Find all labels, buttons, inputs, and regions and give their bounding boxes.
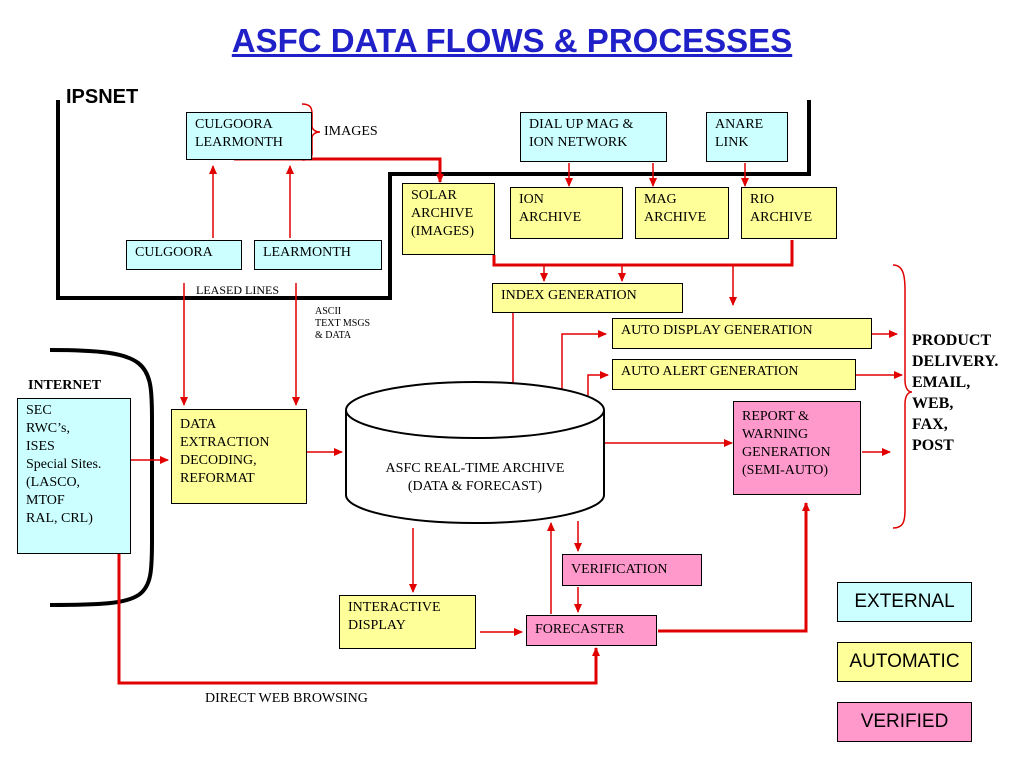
- culgoora-learmonth-line1: CULGOORA: [195, 117, 273, 132]
- sec-line6: MTOF: [26, 493, 65, 508]
- report-line2: WARNING: [742, 427, 809, 442]
- internet-label: INTERNET: [28, 378, 102, 393]
- solar-archive-box: SOLAR ARCHIVE (IMAGES): [402, 183, 495, 255]
- rio-archive-line2: ARCHIVE: [750, 210, 813, 225]
- page-title: ASFC DATA FLOWS & PROCESSES: [231, 22, 793, 59]
- report-line1: REPORT &: [742, 409, 809, 424]
- images-brace: [301, 103, 321, 161]
- solar-archive-line3: (IMAGES): [411, 224, 474, 239]
- dialup-box: DIAL UP MAG & ION NETWORK: [520, 112, 667, 162]
- forecaster-box: FORECASTER: [526, 615, 657, 646]
- archive-line1: ASFC REAL-TIME ARCHIVE: [385, 461, 565, 476]
- sec-line5: (LASCO,: [26, 475, 81, 490]
- extraction-line1: DATA: [180, 417, 217, 432]
- rio-archive-box: RIO ARCHIVE: [741, 187, 837, 239]
- legend-automatic: AUTOMATIC: [837, 642, 972, 682]
- mag-archive-line2: ARCHIVE: [644, 210, 707, 225]
- ipsnet-boundary: [56, 100, 811, 300]
- auto-alert-box: AUTO ALERT GENERATION: [612, 359, 856, 390]
- extraction-line2: EXTRACTION: [180, 435, 270, 450]
- interactive-display-box: INTERACTIVE DISPLAY: [339, 595, 476, 649]
- anare-line2: LINK: [715, 135, 749, 150]
- archive-label: ASFC REAL-TIME ARCHIVE (DATA & FORECAST): [350, 460, 600, 496]
- ion-archive-line1: ION: [519, 192, 544, 207]
- pd-line4: WEB,: [912, 395, 954, 412]
- pd-line2: DELIVERY.: [912, 353, 999, 370]
- dialup-line1: DIAL UP MAG &: [529, 117, 634, 132]
- report-box: REPORT & WARNING GENERATION (SEMI-AUTO): [733, 401, 861, 495]
- verification-box: VERIFICATION: [562, 554, 702, 586]
- images-label: IMAGES: [324, 124, 378, 139]
- mag-archive-box: MAG ARCHIVE: [635, 187, 729, 239]
- pd-line3: EMAIL,: [912, 374, 971, 391]
- culgoora-learmonth-line2: LEARMONTH: [195, 135, 283, 150]
- solar-archive-line2: ARCHIVE: [411, 206, 474, 221]
- anare-box: ANARE LINK: [706, 112, 788, 162]
- arrow-archive-autoalert: [587, 371, 609, 405]
- report-line4: (SEMI-AUTO): [742, 463, 829, 478]
- data-extraction-box: DATA EXTRACTION DECODING, REFORMAT: [171, 409, 307, 504]
- arrow-images-to-solar: [234, 157, 444, 183]
- sec-line2: RWC’s,: [26, 421, 70, 436]
- direct-web-label: DIRECT WEB BROWSING: [205, 691, 368, 706]
- product-delivery-brace: [892, 264, 913, 529]
- sec-line1: SEC: [26, 403, 52, 418]
- interactive-line2: DISPLAY: [348, 618, 406, 633]
- sec-line7: RAL, CRL): [26, 511, 93, 526]
- ascii-line2: TEXT MSGS: [315, 318, 371, 329]
- legend-verified: VERIFIED: [837, 702, 972, 742]
- pd-line5: FAX,: [912, 416, 948, 433]
- ion-archive-line2: ARCHIVE: [519, 210, 582, 225]
- arrow-forecaster-report: [658, 502, 810, 633]
- rio-archive-line1: RIO: [750, 192, 775, 207]
- dialup-line2: ION NETWORK: [529, 135, 628, 150]
- culgoora-box: CULGOORA: [126, 240, 242, 270]
- pd-line6: POST: [912, 437, 954, 454]
- ascii-line1: ASCII: [315, 306, 342, 317]
- ipsnet-label: IPSNET: [66, 86, 139, 108]
- interactive-line1: INTERACTIVE: [348, 600, 441, 615]
- ion-archive-box: ION ARCHIVE: [510, 187, 623, 239]
- product-delivery-text: PRODUCT DELIVERY. EMAIL, WEB, FAX, POST: [912, 330, 998, 456]
- legend-external: EXTERNAL: [837, 582, 972, 622]
- sec-line4: Special Sites.: [26, 457, 102, 472]
- extraction-line4: REFORMAT: [180, 471, 255, 486]
- sec-line3: ISES: [26, 439, 55, 454]
- auto-display-box: AUTO DISPLAY GENERATION: [612, 318, 872, 349]
- arrow-direct-web: [117, 553, 600, 685]
- pd-line1: PRODUCT: [912, 332, 992, 349]
- solar-archive-line1: SOLAR: [411, 188, 457, 203]
- ascii-line3: & DATA: [315, 330, 352, 341]
- internet-boundary: [49, 348, 154, 607]
- archive-cylinder: [345, 381, 605, 524]
- anare-line1: ANARE: [715, 117, 764, 132]
- learmonth-box: LEARMONTH: [254, 240, 382, 270]
- ascii-label: ASCII TEXT MSGS & DATA: [315, 306, 370, 342]
- leased-lines-label: LEASED LINES: [196, 283, 279, 297]
- index-generation-box: INDEX GENERATION: [492, 283, 683, 313]
- sec-box: SEC RWC’s, ISES Special Sites. (LASCO, M…: [17, 398, 131, 554]
- report-line3: GENERATION: [742, 445, 831, 460]
- extraction-line3: DECODING,: [180, 453, 257, 468]
- mag-archive-line1: MAG: [644, 192, 677, 207]
- arrow-archive-autodisplay: [561, 330, 607, 398]
- culgoora-learmonth-box: CULGOORA LEARMONTH: [186, 112, 312, 160]
- archive-bus: [492, 240, 794, 267]
- archive-line2: (DATA & FORECAST): [407, 479, 543, 494]
